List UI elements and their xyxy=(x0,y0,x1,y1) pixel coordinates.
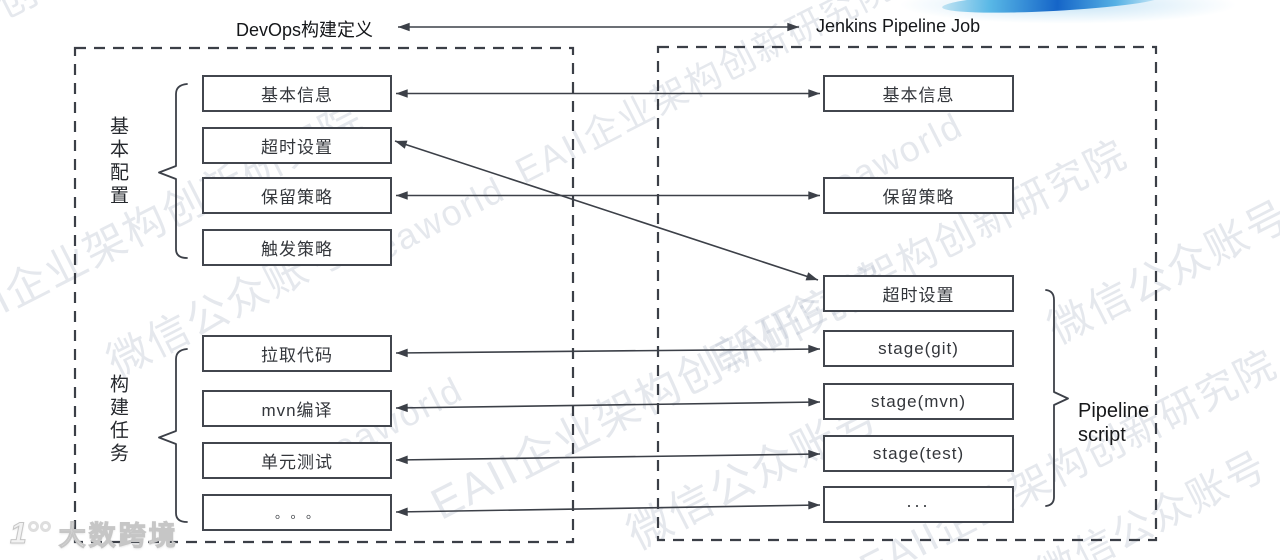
node-right-stage-git: stage(git) xyxy=(823,330,1014,367)
left-dashed-panel xyxy=(73,46,575,544)
node-left-retention: 保留策略 xyxy=(202,177,392,214)
node-right-ellipsis: ... xyxy=(823,486,1014,523)
node-right-timeout: 超时设置 xyxy=(823,275,1014,312)
arrow-timeout-diagonal xyxy=(394,140,819,281)
brand-logo-icon: 1 xyxy=(10,516,51,551)
group-label-basic-config: 基本配置 xyxy=(107,116,128,208)
node-left-mvn-compile: mvn编译 xyxy=(202,390,392,427)
node-right-stage-mvn: stage(mvn) xyxy=(823,383,1014,420)
node-right-basic-info: 基本信息 xyxy=(823,75,1014,112)
group-label-build-tasks: 构建任务 xyxy=(107,374,128,466)
node-left-unit-test: 单元测试 xyxy=(202,442,392,479)
arrow-ellipsis xyxy=(395,500,821,517)
brace-basic-config xyxy=(158,83,188,259)
arrow-stage-git xyxy=(395,344,821,358)
node-right-retention: 保留策略 xyxy=(823,177,1014,214)
brace-build-tasks xyxy=(158,348,188,523)
pipeline-script-label: Pipeline script xyxy=(1078,400,1150,446)
brace-pipeline-script xyxy=(1045,289,1069,507)
right-diagram-title: Jenkins Pipeline Job xyxy=(816,16,981,36)
brand-logo-text: 大数跨境 xyxy=(58,521,179,552)
node-left-ellipsis: 。。。 xyxy=(202,494,392,531)
left-diagram-title: DevOps构建定义 xyxy=(236,20,374,40)
brand-logo: 1 大数跨境 xyxy=(10,514,179,553)
node-left-timeout: 超时设置 xyxy=(202,127,392,164)
node-left-basic-info: 基本信息 xyxy=(202,75,392,112)
arrow-stage-mvn xyxy=(395,397,821,413)
node-left-pull-code: 拉取代码 xyxy=(202,335,392,372)
node-right-stage-test: stage(test) xyxy=(823,435,1014,472)
arrow-stage-test xyxy=(395,449,821,465)
node-left-trigger: 触发策略 xyxy=(202,229,392,266)
right-dashed-panel xyxy=(656,45,1158,542)
